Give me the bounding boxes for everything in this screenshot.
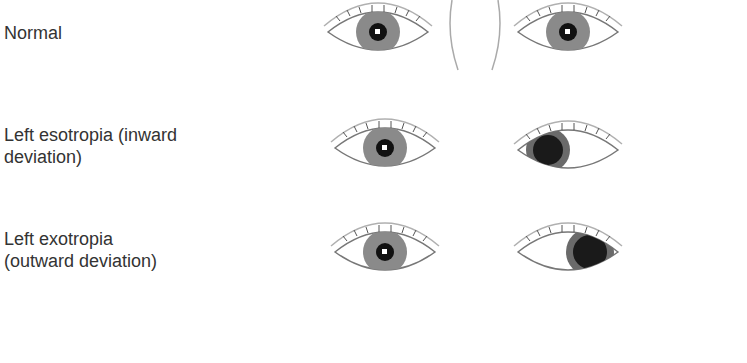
row-label: Left exotropia (outward deviation) (4, 228, 182, 272)
row-label: Left esotropia (inward deviation) (4, 124, 182, 168)
row-label: Normal (4, 22, 182, 44)
